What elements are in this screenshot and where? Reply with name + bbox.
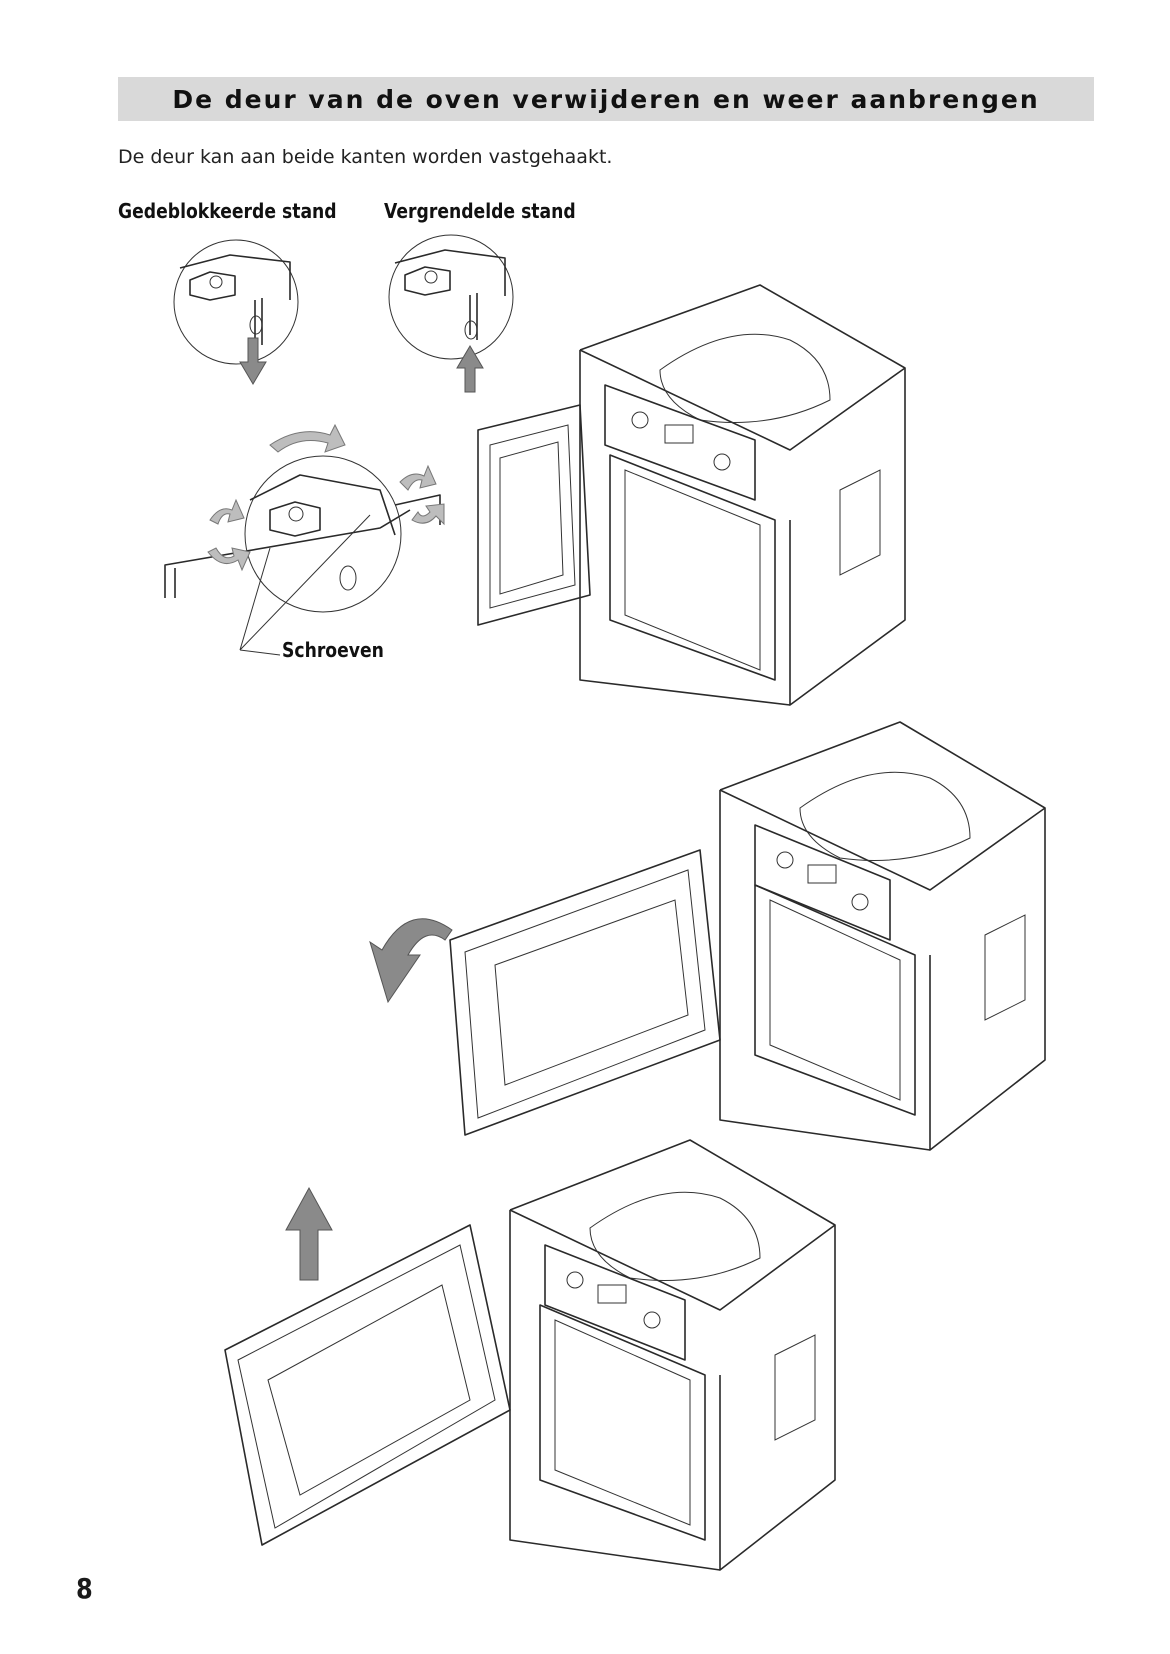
section-title: De deur van de oven verwijderen en weer … [172,84,1040,114]
label-screws: Schroeven [282,638,384,662]
detail-screws [164,423,445,656]
section-title-bar: De deur van de oven verwijderen en weer … [118,77,1094,121]
page-number: 8 [76,1572,93,1605]
detail-locked [388,234,514,393]
intro-text: De deur kan aan beide kanten worden vast… [118,146,613,168]
oven-illustration-1 [477,284,906,706]
label-unblocked-position: Gedeblokkeerde stand [118,199,337,223]
oven-illustration-2 [369,721,1046,1151]
detail-unblocked [173,239,299,385]
label-locked-position: Vergrendelde stand [384,199,576,223]
oven-illustration-3 [224,1139,836,1571]
